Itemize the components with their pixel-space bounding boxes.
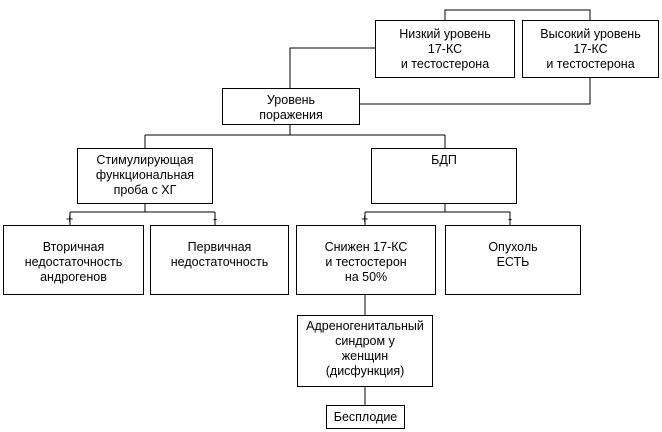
node-reduced-line-1: Снижен 17-КС xyxy=(324,240,408,254)
node-primary-line-2: недостаточность xyxy=(170,255,269,269)
node-reduced: Снижен 17-КС и тестостерон на 50% xyxy=(296,225,436,295)
node-hcg-test-line-3: проба с ХГ xyxy=(113,183,177,197)
node-low-level-line-1: Низкий уровень xyxy=(399,27,491,41)
node-ags: Адреногенитальный синдром у женщин (дисф… xyxy=(297,315,433,387)
node-low-level-line-2: 17-КС xyxy=(427,42,463,56)
node-infertility-line-1: Бесплодие xyxy=(333,409,398,424)
node-ags-line-2: синдром у xyxy=(335,334,395,348)
node-high-level-line-1: Высокий уровень xyxy=(540,27,641,41)
node-infertility: Бесплодие xyxy=(326,405,405,429)
node-bdp: БДП xyxy=(371,148,517,204)
node-lesion-level-line-2: поражения xyxy=(259,108,323,122)
node-bdp-line-1: БДП xyxy=(431,153,457,167)
node-reduced-line-2: и тестостерон xyxy=(325,255,407,269)
node-hcg-test-line-1: Стимулирующая xyxy=(96,153,194,167)
node-tumor-line-1: Опухоль xyxy=(488,240,538,254)
node-primary-line-1: Первичная xyxy=(187,240,252,254)
connector-high-to-lesion xyxy=(360,78,591,105)
node-high-level-line-2: 17-КС xyxy=(573,42,608,56)
node-ags-line-4: (дисфункция) xyxy=(325,364,405,378)
sign-secondary: + xyxy=(66,212,74,226)
node-secondary: Вторичная недостаточность андрогенов xyxy=(3,225,144,295)
node-low-level: Низкий уровень 17-КС и тестостерона xyxy=(375,20,515,78)
node-hcg-test: Стимулирующая функциональная проба с ХГ xyxy=(77,148,213,204)
node-primary: Первичная недостаточность xyxy=(150,225,289,295)
node-hcg-test-line-2: функциональная xyxy=(95,168,195,182)
node-lesion-level: Уровень поражения xyxy=(222,88,360,125)
node-ags-line-1: Адреногенитальный xyxy=(306,319,424,333)
node-low-level-line-3: и тестостерона xyxy=(400,57,490,71)
node-tumor-line-2: ЕСТЬ xyxy=(496,255,530,269)
connector-top-bracket xyxy=(444,9,591,20)
node-high-level: Высокий уровень 17-КС и тестостерона xyxy=(522,20,659,78)
node-secondary-line-3: андрогенов xyxy=(40,270,107,284)
node-secondary-line-1: Вторичная xyxy=(42,240,105,254)
sign-tumor: - xyxy=(508,212,513,226)
node-tumor: Опухоль ЕСТЬ xyxy=(445,225,581,295)
node-reduced-line-3: на 50% xyxy=(344,270,388,284)
node-lesion-level-line-1: Уровень xyxy=(266,93,316,107)
sign-reduced: + xyxy=(361,212,369,226)
connector-low-to-lesion xyxy=(289,47,375,88)
sign-primary: - xyxy=(213,212,218,226)
node-high-level-line-3: и тестостерона xyxy=(546,57,635,71)
node-ags-line-3: женщин xyxy=(341,349,389,363)
node-secondary-line-2: недостаточность xyxy=(24,255,123,269)
